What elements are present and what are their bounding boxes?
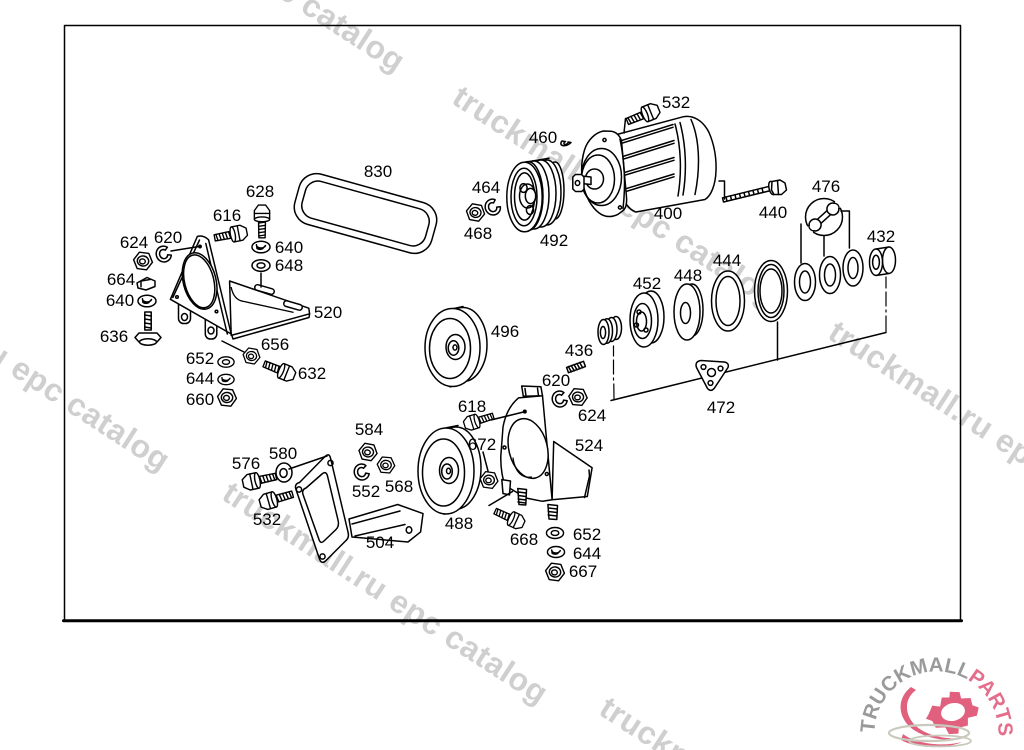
svg-text:524: 524 <box>575 436 603 455</box>
svg-text:624: 624 <box>120 233 148 252</box>
svg-text:520: 520 <box>314 303 342 322</box>
svg-text:624: 624 <box>578 406 606 425</box>
svg-text:436: 436 <box>565 341 593 360</box>
svg-text:532: 532 <box>253 510 281 529</box>
svg-text:830: 830 <box>364 162 392 181</box>
svg-text:452: 452 <box>633 274 661 293</box>
svg-text:532: 532 <box>662 93 690 112</box>
svg-text:628: 628 <box>246 182 274 201</box>
svg-text:476: 476 <box>812 177 840 196</box>
svg-text:568: 568 <box>385 477 413 496</box>
svg-text:576: 576 <box>232 454 260 473</box>
svg-text:652: 652 <box>573 525 601 544</box>
svg-text:400: 400 <box>654 204 682 223</box>
svg-text:552: 552 <box>352 482 380 501</box>
svg-text:492: 492 <box>540 231 568 250</box>
svg-text:644: 644 <box>186 369 214 388</box>
svg-text:620: 620 <box>154 228 182 247</box>
svg-text:432: 432 <box>867 227 895 246</box>
svg-text:584: 584 <box>355 420 383 439</box>
svg-text:468: 468 <box>464 224 492 243</box>
svg-text:656: 656 <box>261 335 289 354</box>
svg-text:460: 460 <box>529 128 557 147</box>
svg-text:668: 668 <box>510 530 538 549</box>
svg-text:496: 496 <box>491 322 519 341</box>
svg-text:464: 464 <box>472 178 500 197</box>
svg-text:580: 580 <box>269 444 297 463</box>
svg-text:652: 652 <box>186 349 214 368</box>
svg-text:472: 472 <box>707 398 735 417</box>
svg-text:660: 660 <box>186 390 214 409</box>
svg-text:664: 664 <box>107 270 135 289</box>
svg-text:667: 667 <box>569 562 597 581</box>
svg-text:504: 504 <box>366 533 394 552</box>
svg-text:620: 620 <box>542 371 570 390</box>
svg-text:448: 448 <box>674 266 702 285</box>
svg-text:636: 636 <box>100 327 128 346</box>
svg-text:640: 640 <box>106 291 134 310</box>
svg-text:672: 672 <box>468 435 496 454</box>
svg-text:444: 444 <box>713 251 741 270</box>
svg-text:488: 488 <box>445 514 473 533</box>
svg-text:648: 648 <box>275 256 303 275</box>
svg-text:632: 632 <box>298 364 326 383</box>
svg-text:440: 440 <box>759 203 787 222</box>
svg-text:640: 640 <box>275 238 303 257</box>
svg-text:618: 618 <box>458 397 486 416</box>
svg-text:616: 616 <box>213 206 241 225</box>
svg-text:644: 644 <box>573 544 601 563</box>
